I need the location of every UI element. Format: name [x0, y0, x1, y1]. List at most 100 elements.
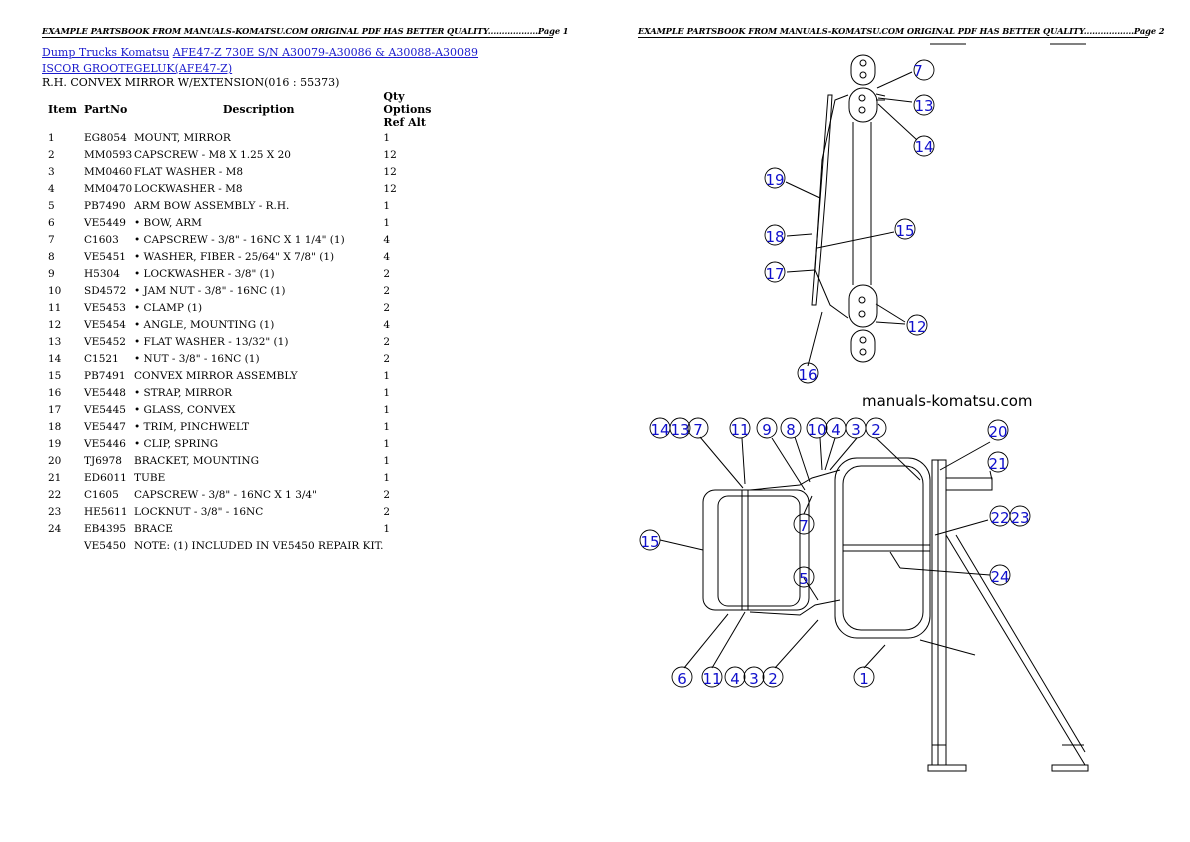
- row-partno: EG8054: [84, 131, 127, 144]
- row-qty: 1: [383, 199, 391, 212]
- callout-16: 16: [798, 366, 817, 384]
- row-qty: 1: [383, 386, 391, 399]
- breadcrumb-link-model[interactable]: AFE47-Z 730E S/N A30079-A30086 & A30088-…: [42, 46, 479, 75]
- row-description: CONVEX MIRROR ASSEMBLY: [134, 369, 298, 382]
- row-item: 22: [48, 488, 62, 501]
- svg-text:3: 3: [851, 421, 861, 439]
- svg-text:11: 11: [730, 421, 749, 439]
- row-description: • LOCKWASHER - 3/8" (1): [134, 267, 275, 280]
- row-description: • STRAP, MIRROR: [134, 386, 233, 399]
- row-description: • BOW, ARM: [134, 216, 202, 229]
- table-row: 1 EG8054 MOUNT, MIRROR 1: [42, 129, 431, 146]
- parts-diagram: 7 13 14 19 15 18 17 12 16 14 13 7 11 9 8…: [639, 43, 1089, 772]
- top-mount-plate: [850, 54, 876, 86]
- breadcrumb-link-dump-trucks[interactable]: Dump Trucks Komatsu: [42, 46, 170, 59]
- row-qty: 4: [383, 250, 391, 263]
- table-row: 21 ED6011 TUBE 1: [42, 469, 431, 486]
- svg-text:2: 2: [768, 670, 778, 688]
- row-description: • GLASS, CONVEX: [134, 403, 236, 416]
- svg-text:14: 14: [650, 421, 669, 439]
- row-partno: VE5450: [84, 539, 126, 552]
- row-partno: PB7491: [84, 369, 126, 382]
- row-qty: 1: [383, 216, 391, 229]
- svg-text:5: 5: [799, 570, 809, 588]
- page1-header: EXAMPLE PARTSBOOK FROM MANUALS-KOMATSU.C…: [42, 26, 569, 38]
- row-item: 17: [48, 403, 62, 416]
- svg-text:20: 20: [988, 423, 1007, 441]
- row-description: ARM BOW ASSEMBLY - R.H.: [134, 199, 290, 212]
- row-qty: 2: [383, 352, 391, 365]
- row-qty: 2: [383, 488, 391, 501]
- row-qty: 2: [383, 505, 391, 518]
- row-item: 13: [48, 335, 62, 348]
- row-description: • TRIM, PINCHWELT: [134, 420, 250, 433]
- svg-text:10: 10: [807, 421, 826, 439]
- callout-18: 18: [765, 228, 784, 246]
- row-qty: 1: [383, 403, 391, 416]
- row-qty: 1: [383, 522, 391, 535]
- svg-text:13: 13: [670, 421, 689, 439]
- row-description: CAPSCREW - 3/8" - 16NC X 1 3/4": [134, 488, 317, 501]
- row-qty: 12: [383, 182, 397, 195]
- row-item: 10: [48, 284, 62, 297]
- row-item: [42, 537, 84, 554]
- row-item: 4: [48, 182, 55, 195]
- row-partno: MM0470: [84, 182, 133, 195]
- row-item: 21: [48, 471, 62, 484]
- row-qty: [383, 537, 431, 554]
- svg-text:11: 11: [702, 670, 721, 688]
- svg-text:8: 8: [786, 421, 796, 439]
- row-description: • FLAT WASHER - 13/32" (1): [134, 335, 289, 348]
- row-qty: 1: [383, 471, 391, 484]
- svg-text:24: 24: [990, 568, 1009, 586]
- row-description: • CLIP, SPRING: [134, 437, 219, 450]
- svg-text:15: 15: [640, 533, 659, 551]
- row-item: 1: [48, 131, 55, 144]
- row-qty: 2: [383, 267, 391, 280]
- row-item: 23: [48, 505, 62, 518]
- row-partno: VE5454: [84, 318, 126, 331]
- row-item: 2: [48, 148, 55, 161]
- row-description: • CAPSCREW - 3/8" - 16NC X 1 1/4" (1): [134, 233, 345, 246]
- callout-14: 14: [914, 138, 933, 156]
- row-partno: PB7490: [84, 199, 126, 212]
- row-description: TUBE: [134, 471, 166, 484]
- row-item: 16: [48, 386, 62, 399]
- row-item: 3: [48, 165, 55, 178]
- callout-7: 7: [913, 62, 923, 80]
- row-item: 8: [48, 250, 55, 263]
- callout-13: 13: [914, 97, 933, 115]
- svg-text:1: 1: [859, 670, 869, 688]
- table-row: VE5450 NOTE: (1) INCLUDED IN VE5450 REPAI…: [42, 537, 431, 554]
- row-partno: H5304: [84, 267, 120, 280]
- row-partno: ED6011: [84, 471, 127, 484]
- row-description: MOUNT, MIRROR: [134, 131, 231, 144]
- callout-labels: 7 13 14 19 15 18 17 12 16 14 13 7 11 9 8…: [639, 59, 1031, 688]
- row-qty: 1: [383, 131, 391, 144]
- header-description: Description: [222, 103, 295, 116]
- row-partno: VE5451: [84, 250, 126, 263]
- svg-text:4: 4: [730, 670, 740, 688]
- row-partno: VE5447: [84, 420, 126, 433]
- callout-15: 15: [895, 222, 914, 240]
- header-partno: PartNo: [84, 103, 128, 116]
- row-description: • NUT - 3/8" - 16NC (1): [134, 352, 260, 365]
- row-description: NOTE: (1) INCLUDED IN VE5450 REPAIR KIT.: [134, 539, 384, 552]
- row-description: • JAM NUT - 3/8" - 16NC (1): [134, 284, 286, 297]
- row-item: 20: [48, 454, 62, 467]
